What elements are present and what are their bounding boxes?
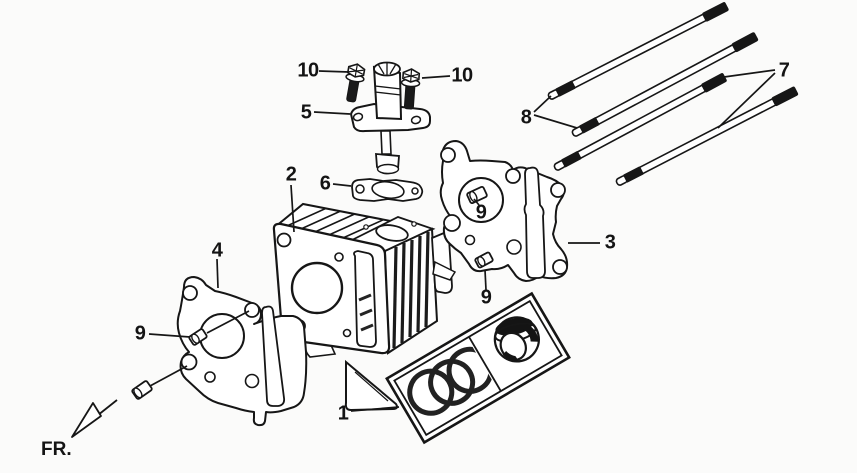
cylinder-base-gasket — [176, 276, 308, 427]
callout-10-left: 10 — [297, 59, 319, 82]
callout-9-left: 9 — [134, 322, 146, 345]
callout-1: 1 — [337, 402, 349, 425]
callout-10-right: 10 — [451, 64, 473, 87]
flange-bolt-left — [345, 63, 366, 103]
piston-rings — [407, 346, 494, 416]
piston-ring-set-inset — [385, 291, 571, 445]
callout-9-head-upper: 9 — [475, 201, 487, 224]
dowel-pin-head-lower — [474, 251, 494, 269]
callout-5: 5 — [300, 101, 312, 124]
callout-4: 4 — [211, 239, 223, 262]
stud-8a — [547, 2, 729, 100]
tensioner-gasket — [351, 178, 424, 202]
callout-3: 3 — [604, 231, 616, 254]
flange-bolt-right — [400, 68, 421, 110]
cylinder-head-gasket — [439, 140, 569, 282]
stud-7b — [615, 86, 799, 186]
callout-2: 2 — [285, 163, 297, 186]
leader-lines — [148, 69, 776, 412]
cam-chain-tensioner — [349, 61, 431, 175]
callout-6: 6 — [319, 172, 331, 195]
piston — [493, 316, 540, 363]
cylinder-studs — [547, 2, 799, 186]
callout-7: 7 — [778, 59, 790, 82]
front-direction-arrow — [71, 399, 118, 438]
stud-8b — [571, 32, 759, 137]
callout-8: 8 — [520, 106, 532, 129]
dowel-pins — [131, 185, 494, 400]
stud-7a — [553, 73, 727, 171]
dowel-pin-base-gasket — [188, 328, 208, 346]
dowel-pin-head-upper — [466, 185, 488, 205]
dowel-pin-loose — [131, 380, 153, 400]
front-marker-label: FR. — [41, 439, 72, 460]
callout-9-head-lower: 9 — [480, 286, 492, 309]
